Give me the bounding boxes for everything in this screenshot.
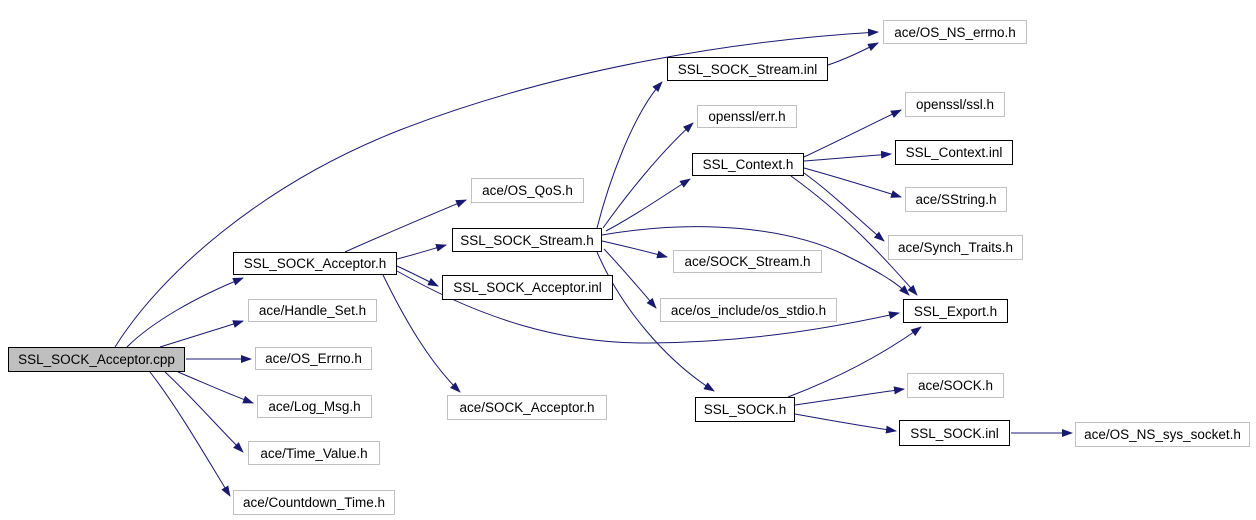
node-ace-log-msg-h: ace/Log_Msg.h bbox=[257, 395, 372, 418]
edge-ssl-sock-acceptor-h-to-ace-os-qos-h bbox=[344, 199, 467, 253]
node-ssl-sock-stream-inl[interactable]: SSL_SOCK_Stream.inl bbox=[667, 57, 828, 81]
edge-ssl-context-h-to-ace-synch-traits-h bbox=[803, 172, 885, 242]
node-ssl-context-h[interactable]: SSL_Context.h bbox=[692, 153, 804, 176]
node-ace-sock-h: ace/SOCK.h bbox=[907, 373, 1004, 398]
node-ace-countdown-time-h: ace/Countdown_Time.h bbox=[233, 490, 395, 515]
edge-ssl-sock-acceptor-cpp-to-ace-time-value-h bbox=[164, 371, 244, 453]
edge-ssl-sock-acceptor-h-to-ace-sock-acceptor-h bbox=[382, 274, 461, 393]
edge-ssl-context-h-to-ace-sstring-h bbox=[803, 167, 902, 198]
node-ace-os-include-os-stdio-h: ace/os_include/os_stdio.h bbox=[660, 298, 837, 322]
edge-ssl-sock-stream-h-to-ace-sock-stream-h bbox=[601, 240, 668, 259]
edge-ssl-context-h-to-openssl-ssl-h bbox=[803, 109, 902, 158]
edge-ssl-sock-stream-h-to-ssl-context-h bbox=[605, 178, 691, 232]
node-ssl-context-inl[interactable]: SSL_Context.inl bbox=[895, 140, 1013, 165]
node-ace-time-value-h: ace/Time_Value.h bbox=[248, 441, 380, 465]
edge-ssl-sock-acceptor-cpp-to-ace-log-msg-h bbox=[177, 371, 254, 404]
node-ace-os-errno-h: ace/OS_Errno.h bbox=[255, 347, 372, 370]
edge-ssl-sock-stream-h-to-openssl-err-h bbox=[602, 122, 694, 229]
node-ace-os-ns-errno-h: ace/OS_NS_errno.h bbox=[883, 20, 1027, 44]
edge-ssl-sock-acceptor-h-to-ssl-export-h bbox=[396, 270, 900, 344]
node-ssl-sock-h[interactable]: SSL_SOCK.h bbox=[695, 397, 795, 422]
edge-ssl-sock-stream-h-to-ssl-export-h bbox=[601, 226, 910, 296]
edge-ssl-context-h-to-ssl-context-inl bbox=[803, 150, 892, 162]
node-ssl-sock-acceptor-inl[interactable]: SSL_SOCK_Acceptor.inl bbox=[442, 275, 613, 300]
edge-ssl-sock-stream-h-to-ace-os-include-os-stdio-h bbox=[603, 248, 657, 309]
edge-ssl-sock-acceptor-h-to-ssl-sock-stream-h bbox=[396, 243, 447, 260]
node-ace-sstring-h: ace/SString.h bbox=[905, 187, 1007, 212]
node-ace-os-ns-sys-socket-h: ace/OS_NS_sys_socket.h bbox=[1075, 422, 1250, 447]
node-ace-handle-set-h: ace/Handle_Set.h bbox=[248, 299, 377, 322]
edge-ssl-sock-stream-h-to-ssl-sock-h bbox=[596, 251, 715, 392]
node-ssl-sock-inl[interactable]: SSL_SOCK.inl bbox=[899, 420, 1010, 446]
node-ssl-export-h[interactable]: SSL_Export.h bbox=[903, 299, 1008, 323]
edge-ssl-sock-stream-h-to-ssl-sock-stream-inl bbox=[596, 81, 663, 229]
edge-ssl-sock-h-to-ssl-export-h bbox=[787, 326, 922, 398]
edge-ssl-sock-h-to-ssl-sock-inl bbox=[794, 413, 897, 434]
node-openssl-ssl-h: openssl/ssl.h bbox=[905, 92, 1005, 117]
edge-ssl-sock-acceptor-cpp-to-ace-handle-set-h bbox=[159, 320, 244, 348]
node-ace-sock-stream-h: ace/SOCK_Stream.h bbox=[673, 250, 822, 273]
edge-ssl-sock-acceptor-h-to-ssl-sock-acceptor-inl bbox=[396, 265, 439, 287]
node-openssl-err-h: openssl/err.h bbox=[697, 105, 797, 128]
node-ace-sock-acceptor-h: ace/SOCK_Acceptor.h bbox=[447, 395, 607, 420]
edge-ssl-sock-acceptor-cpp-to-ace-countdown-time-h bbox=[149, 371, 231, 497]
edge-ssl-context-h-to-ssl-export-h bbox=[790, 175, 918, 296]
node-ssl-sock-acceptor-h[interactable]: SSL_SOCK_Acceptor.h bbox=[233, 252, 397, 275]
edge-ssl-sock-acceptor-cpp-to-ace-os-ns-errno-h bbox=[114, 28, 879, 348]
node-ace-synch-traits-h: ace/Synch_Traits.h bbox=[888, 235, 1023, 260]
node-ssl-sock-acceptor-cpp: SSL_SOCK_Acceptor.cpp bbox=[8, 347, 185, 372]
node-ssl-sock-stream-h[interactable]: SSL_SOCK_Stream.h bbox=[452, 228, 602, 252]
edge-ssl-sock-stream-inl-to-ace-os-ns-errno-h bbox=[827, 42, 879, 66]
edge-ssl-sock-h-to-ace-sock-h bbox=[794, 386, 905, 406]
edge-ssl-sock-acceptor-cpp-to-ssl-sock-acceptor-h bbox=[126, 277, 244, 348]
node-ace-os-qos-h: ace/OS_QoS.h bbox=[471, 178, 584, 203]
